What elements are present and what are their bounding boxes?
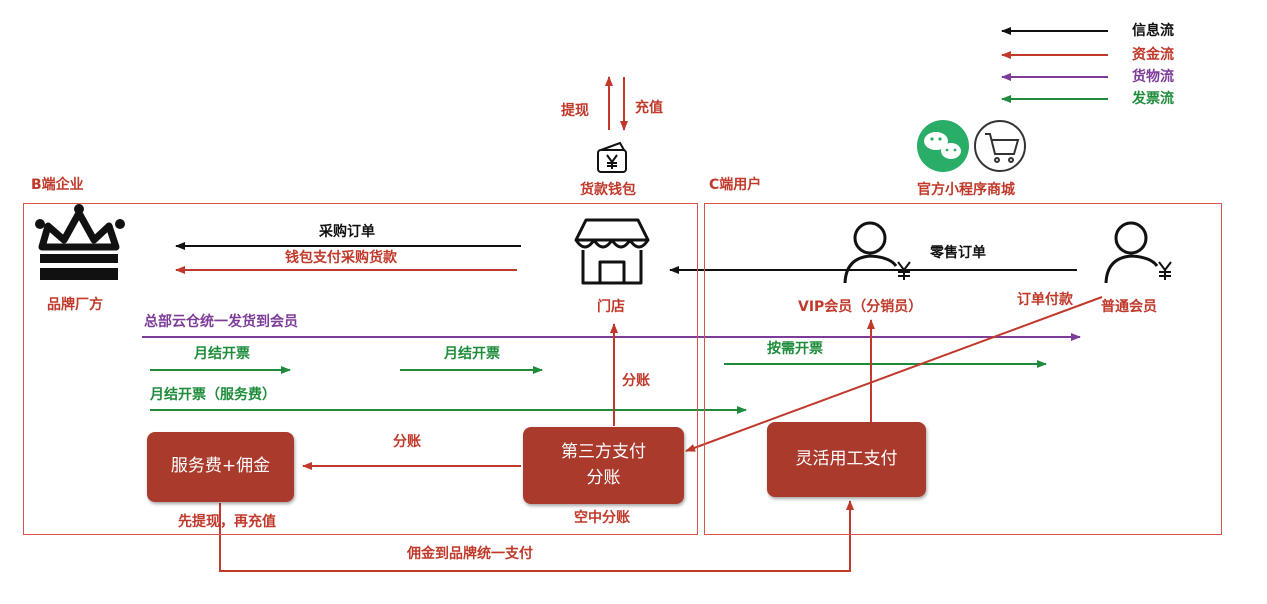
wechat-icon: [917, 120, 969, 172]
c-side-title: C端用户: [709, 177, 762, 193]
legend-label-goods: 货物流: [1132, 69, 1174, 85]
flex-pay-box: 灵活用工支付: [767, 422, 926, 497]
service-fee-box-text: 服务费+佣金: [170, 456, 271, 477]
wallet-label: 货款钱包: [580, 182, 636, 198]
monthly-invoice-label-2: 月结开票: [444, 346, 500, 362]
withdraw-then-recharge-label: 先提现，再充值: [178, 514, 276, 530]
monthly-invoice-label-1: 月结开票: [194, 346, 250, 362]
wallet-pay-label: 钱包支付采购货款: [285, 250, 397, 266]
b-side-title: B端企业: [31, 177, 84, 193]
split-left-label: 分账: [393, 434, 421, 450]
third-party-pay-box: 第三方支付 分账: [523, 427, 684, 504]
legend-label-invoice: 发票流: [1132, 91, 1174, 107]
member-person-icon: [1104, 221, 1172, 284]
mini-program-label: 官方小程序商城: [917, 182, 1015, 198]
shopping-cart-icon: [974, 120, 1026, 172]
withdraw-label: 提现: [561, 103, 589, 119]
legend-label-info: 信息流: [1132, 23, 1174, 39]
b-side-frame: [23, 203, 698, 535]
legend-label-funds: 资金流: [1132, 47, 1174, 63]
vip-person-icon: [843, 221, 911, 284]
purchase-order-label: 采购订单: [319, 224, 375, 240]
commission-unified-label: 佣金到品牌统一支付: [407, 546, 533, 562]
service-invoice-label: 月结开票（服务费）: [150, 387, 276, 403]
flex-pay-box-text: 灵活用工支付: [795, 448, 898, 469]
vip-label: VIP会员（分销员）: [798, 299, 923, 315]
brand-label: 品牌厂方: [47, 297, 103, 313]
store-label: 门店: [597, 299, 625, 315]
c-side-frame: [704, 203, 1222, 535]
cloud-ship-label: 总部云仓统一发货到会员: [144, 314, 298, 330]
storefront-icon: [574, 218, 650, 285]
order-pay-label: 订单付款: [1017, 292, 1073, 308]
retail-order-label: 零售订单: [930, 245, 986, 261]
crown-icon: [35, 204, 125, 280]
commission-path-arrow: [219, 500, 854, 572]
member-label: 普通会员: [1101, 299, 1157, 315]
service-fee-box: 服务费+佣金: [147, 432, 294, 502]
split-up-label: 分账: [622, 373, 650, 389]
on-demand-invoice-label: 按需开票: [767, 341, 823, 357]
recharge-label: 充值: [635, 100, 663, 116]
third-party-pay-line2: 分账: [586, 467, 621, 488]
third-party-pay-line1: 第三方支付: [561, 442, 646, 462]
aerial-split-label: 空中分账: [574, 510, 630, 526]
order-pay-arrow: [685, 296, 1103, 452]
yen-wallet-icon: [597, 141, 627, 173]
